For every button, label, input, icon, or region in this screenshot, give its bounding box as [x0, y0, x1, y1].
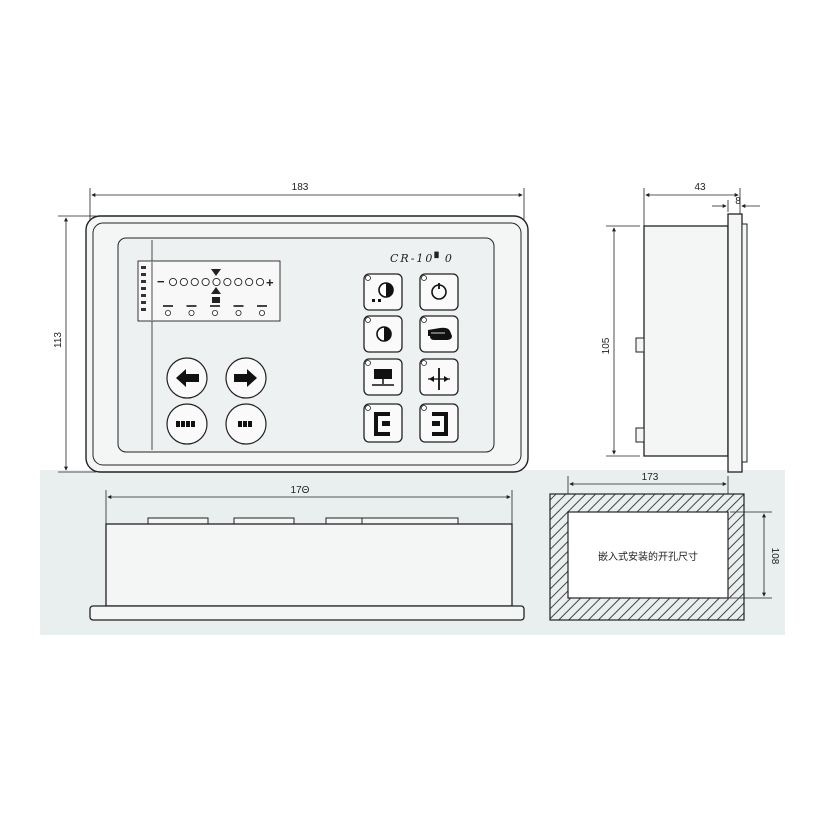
- side-depth-dimension: 43: [643, 182, 741, 226]
- status-legend-mark: [186, 305, 197, 307]
- side-clip-upper: [635, 337, 645, 353]
- side-clip-lower: [635, 427, 645, 443]
- bottom-view: 17Θ: [89, 485, 525, 621]
- nav-right-button[interactable]: [225, 357, 267, 399]
- status-indicator: [188, 309, 195, 316]
- led-indicator: [168, 277, 178, 287]
- status-indicator: [211, 309, 218, 316]
- led-indicator: [234, 277, 243, 287]
- function-button-7[interactable]: [363, 403, 403, 443]
- led-side-legend: [141, 266, 146, 311]
- led-indicator: [179, 277, 188, 287]
- led-indicator-row: [168, 277, 265, 287]
- half-circle-a-icon: [372, 282, 394, 302]
- front-height-dimension: 113: [53, 215, 96, 473]
- status-legend-mark: [233, 305, 244, 307]
- bottom-width-label: 17Θ: [291, 485, 310, 496]
- auto-label-icon: [176, 421, 195, 427]
- led-indicator: [201, 277, 210, 287]
- led-indicator: [223, 277, 232, 287]
- cutout-caption: 嵌入式安装的开孔尺寸: [598, 550, 698, 563]
- model-label: CR-10▘0: [390, 251, 454, 265]
- led-indicator: [212, 277, 221, 287]
- bottom-bezel-lip: [89, 605, 525, 621]
- function-keypad: [363, 273, 459, 443]
- front-height-label: 113: [53, 332, 64, 348]
- triangle-up-icon: [211, 287, 221, 294]
- front-width-label: 183: [292, 182, 309, 193]
- function-button-2[interactable]: [419, 273, 459, 311]
- center-cross-icon: [428, 368, 450, 390]
- led-indicator: [245, 277, 254, 287]
- side-height-dimension: 105: [601, 225, 640, 457]
- bottom-body: [105, 523, 513, 607]
- function-button-5[interactable]: [363, 358, 403, 396]
- status-legend-mark: [210, 305, 220, 307]
- bottom-width-dimension: 17Θ: [105, 485, 513, 524]
- set-label-icon: [238, 421, 252, 427]
- monitor-sensor-icon: [372, 369, 394, 386]
- hand-point-icon: [428, 327, 452, 340]
- right-edge-icon: [432, 412, 448, 436]
- cutout-view: 173 108 嵌入式安装的开孔尺寸: [549, 472, 780, 621]
- cutout-height-label: 108: [769, 548, 780, 565]
- function-button-6[interactable]: [419, 358, 459, 396]
- function-button-8[interactable]: [419, 403, 459, 443]
- side-height-label: 105: [601, 337, 612, 354]
- led-indicator: [255, 277, 265, 287]
- side-lip-label: 8: [735, 196, 741, 207]
- side-bezel-lip: [727, 213, 743, 473]
- function-button-1[interactable]: [363, 273, 403, 311]
- center-block-icon: [212, 297, 220, 303]
- front-bezel-inner: [92, 222, 522, 466]
- status-indicator: [164, 309, 171, 316]
- arrow-right-icon: [234, 369, 257, 387]
- side-view: 43 8 105: [601, 182, 760, 473]
- led-display: − +: [137, 260, 281, 322]
- side-lip-dimension: 8: [712, 196, 760, 212]
- triangle-down-icon: [211, 269, 221, 276]
- left-edge-icon: [374, 412, 390, 436]
- status-indicator: [235, 309, 242, 316]
- half-circle-icon: [376, 326, 392, 342]
- status-indicator: [258, 309, 265, 316]
- power-circle-icon: [431, 283, 447, 300]
- arrow-left-icon: [176, 369, 199, 387]
- status-legend-mark: [163, 305, 173, 307]
- led-window: [137, 260, 281, 322]
- cutout-width-dimension: 173: [567, 472, 729, 494]
- set-button[interactable]: [225, 403, 267, 445]
- status-indicator-row: [163, 305, 267, 316]
- status-legend-mark: [257, 305, 267, 307]
- nav-left-button[interactable]: [166, 357, 208, 399]
- auto-button[interactable]: [166, 403, 208, 445]
- side-depth-label: 43: [694, 182, 706, 193]
- led-indicator: [190, 277, 199, 287]
- side-body: [643, 225, 729, 457]
- cutout-opening: [567, 511, 729, 599]
- front-view: 183 113 CR-10▘0: [53, 182, 529, 473]
- function-button-4[interactable]: [419, 315, 459, 353]
- led-minus-sign: −: [157, 274, 165, 289]
- led-plus-sign: +: [266, 275, 274, 290]
- side-front-face: [741, 223, 748, 463]
- cutout-width-label: 173: [642, 472, 659, 483]
- function-button-3[interactable]: [363, 315, 403, 353]
